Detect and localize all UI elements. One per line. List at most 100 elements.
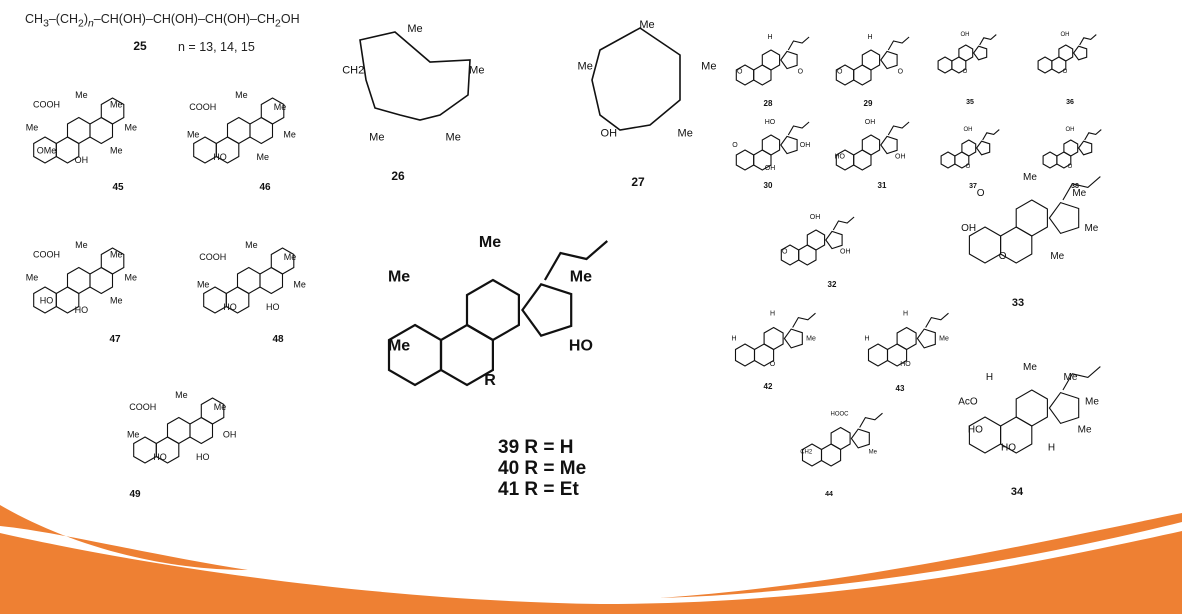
ring bbox=[972, 45, 988, 61]
side-chain bbox=[1062, 366, 1101, 391]
substituent-label: AcO bbox=[958, 396, 978, 407]
substituent-label: Me bbox=[257, 152, 270, 162]
substituent-label: Me bbox=[26, 273, 39, 283]
substituent-label: Me bbox=[639, 19, 654, 31]
ring bbox=[1058, 44, 1074, 62]
r-definition-41: 41 R = Et bbox=[498, 479, 579, 500]
ring bbox=[761, 134, 781, 156]
substituent-label: OH bbox=[800, 142, 811, 149]
substituent-label: Me bbox=[274, 102, 287, 112]
substituent-label: Me bbox=[127, 430, 140, 440]
side-chain bbox=[787, 36, 810, 51]
r-definition-40: 40 R = Me bbox=[498, 458, 587, 479]
compound-number: 45 bbox=[112, 182, 124, 193]
substituent-label: Me bbox=[26, 123, 39, 133]
substituent-label: OH bbox=[1066, 127, 1075, 133]
ring bbox=[780, 135, 798, 155]
substituent-label: R bbox=[484, 372, 496, 389]
substituent-label: H bbox=[867, 34, 872, 41]
ring bbox=[100, 247, 125, 275]
substituent-label: OH bbox=[810, 214, 821, 221]
substituent-label: Me bbox=[407, 23, 422, 35]
substituent-label: COOH bbox=[33, 100, 60, 110]
compound-number: 46 bbox=[259, 182, 271, 193]
substituent-label: O bbox=[837, 69, 843, 76]
substituent-label: HO bbox=[834, 154, 845, 161]
substituent-label: HO bbox=[266, 302, 280, 312]
substituent-label: OH bbox=[1061, 32, 1070, 38]
substituent-label: Me bbox=[235, 90, 248, 100]
compound-number: 26 bbox=[391, 169, 405, 183]
substituent-label: Me bbox=[446, 132, 461, 144]
ring bbox=[961, 139, 977, 157]
side-chain bbox=[859, 412, 883, 428]
substituent-label: Me bbox=[570, 269, 592, 286]
compound-number: 47 bbox=[109, 334, 121, 345]
substituent-label: HO bbox=[75, 305, 89, 315]
substituent-label: H bbox=[767, 34, 772, 41]
substituent-label: O bbox=[977, 188, 985, 199]
substituent-label: HO bbox=[765, 119, 776, 126]
substituent-label: HO bbox=[968, 424, 983, 435]
compound-25-number: 25 bbox=[133, 39, 147, 53]
substituent-label: O bbox=[732, 142, 738, 149]
substituent-label: HOOC bbox=[831, 411, 850, 417]
ring bbox=[850, 428, 870, 449]
side-chain bbox=[543, 240, 608, 281]
substituent-label: OH bbox=[75, 155, 89, 165]
substituent-label: OH bbox=[840, 249, 851, 256]
substituent-label: Me bbox=[806, 336, 816, 343]
side-chain bbox=[1084, 129, 1102, 141]
substituent-label: HO bbox=[900, 361, 911, 368]
substituent-label: Me bbox=[1050, 251, 1064, 262]
side-chain bbox=[832, 216, 855, 231]
substituent-label: Me bbox=[75, 90, 88, 100]
compound-25-n-values: n = 13, 14, 15 bbox=[178, 40, 255, 54]
ring bbox=[861, 49, 881, 71]
ring bbox=[761, 49, 781, 71]
ring bbox=[806, 229, 826, 251]
ring bbox=[880, 135, 898, 155]
substituent-label: Me bbox=[1072, 188, 1086, 199]
substituent-label: Me bbox=[1023, 172, 1037, 183]
substituent-label: COOH bbox=[189, 102, 216, 112]
compound-number: 43 bbox=[896, 384, 905, 393]
ring bbox=[260, 97, 285, 125]
ring bbox=[975, 140, 991, 156]
compound-number: 29 bbox=[864, 99, 873, 108]
compound-number: 38 bbox=[1071, 183, 1079, 190]
ring bbox=[780, 50, 798, 70]
substituent-label: O bbox=[963, 69, 968, 75]
ring bbox=[763, 326, 784, 351]
ring bbox=[1072, 45, 1088, 61]
substituent-label: Me bbox=[110, 250, 123, 260]
substituent-label: O bbox=[966, 164, 971, 170]
substituent-label: H bbox=[986, 372, 993, 383]
substituent-label: Me bbox=[469, 65, 484, 77]
r-definitions: 39 R = H 40 R = Me 41 R = Et bbox=[498, 437, 586, 500]
substituent-label: Me bbox=[110, 146, 123, 156]
ring bbox=[1015, 199, 1048, 237]
side-chain bbox=[979, 34, 997, 46]
side-chain bbox=[982, 129, 1000, 141]
substituent-label: OH bbox=[601, 128, 618, 140]
ring bbox=[1063, 139, 1079, 157]
ring bbox=[1048, 201, 1080, 235]
substituent-label: Me bbox=[701, 61, 716, 73]
substituent-label: Me bbox=[388, 269, 410, 286]
compound-number: 44 bbox=[825, 491, 833, 498]
substituent-label: Me bbox=[175, 390, 188, 400]
side-chain bbox=[887, 36, 910, 51]
